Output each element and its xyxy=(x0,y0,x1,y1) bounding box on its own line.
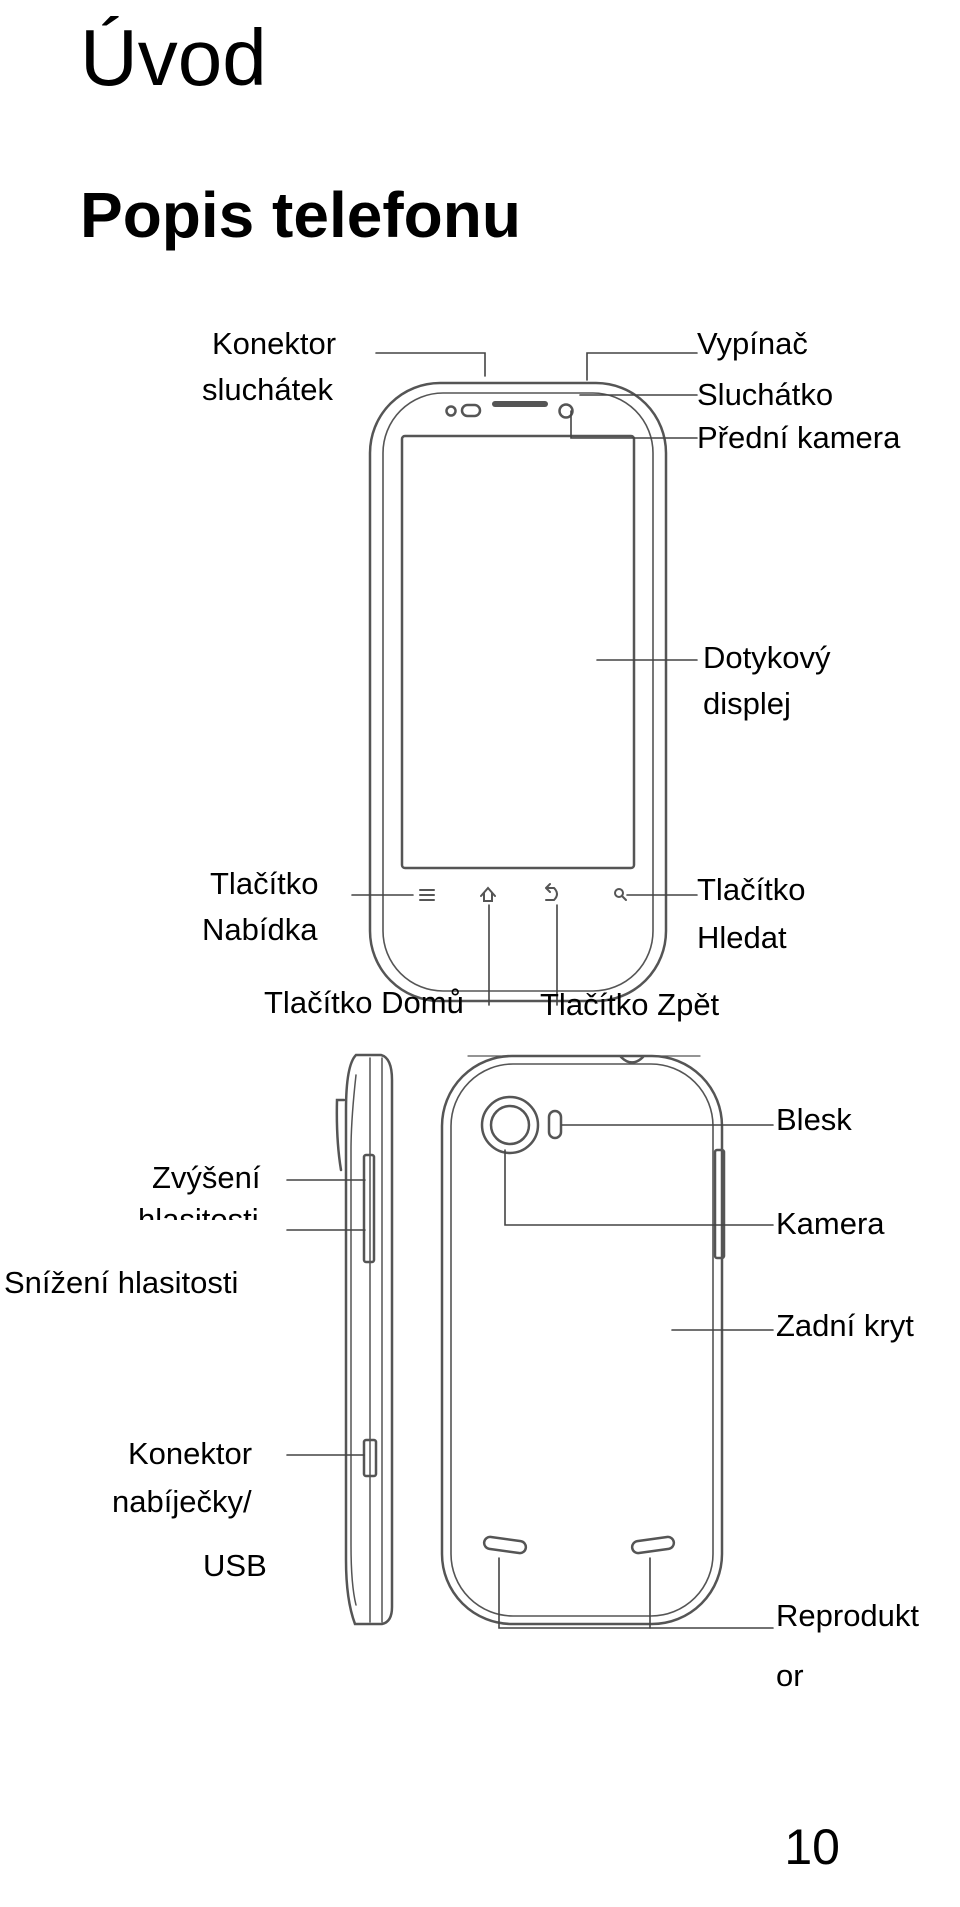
side-button-back-view-icon xyxy=(713,1148,726,1260)
label-speaker-line1: Reprodukt xyxy=(776,1598,920,1633)
label-charger-line2: nabíječky/ xyxy=(112,1484,252,1519)
label-volume-down: Snížení hlasitosti xyxy=(4,1265,239,1300)
label-speaker-line2: or xyxy=(776,1658,804,1693)
label-power: Vypínač xyxy=(697,326,808,361)
label-back-cover: Zadní kryt xyxy=(776,1308,914,1343)
label-earpiece: Sluchátko xyxy=(697,377,834,412)
label-menu-key-line1: Tlačítko xyxy=(210,866,319,901)
home-key-icon xyxy=(480,886,496,902)
menu-key-icon xyxy=(419,889,435,901)
search-key-icon xyxy=(614,888,627,901)
earpiece-icon xyxy=(445,401,548,418)
front-leader-lines xyxy=(351,352,698,1006)
label-charger-line1: Konektor xyxy=(128,1436,253,1471)
label-front-camera: Přední kamera xyxy=(697,420,901,455)
flash-icon xyxy=(547,1109,563,1140)
label-back-key: Tlačítko Zpět xyxy=(540,987,720,1022)
label-touchscreen-line1: Dotykový xyxy=(703,640,831,675)
volume-rocker-icon xyxy=(362,1153,376,1264)
label-headset-jack-line1: Konektor xyxy=(212,326,337,361)
label-touchscreen-line2: displej xyxy=(703,686,791,721)
section-title: Popis telefonu xyxy=(80,179,521,251)
top-notch-icon xyxy=(619,1055,645,1064)
phone-front-outline xyxy=(368,381,668,1003)
chapter-title: Úvod xyxy=(80,13,267,102)
page-number: 10 xyxy=(784,1819,840,1875)
label-headset-jack-line2: sluchátek xyxy=(202,372,333,407)
label-home-key: Tlačítko Domů xyxy=(264,985,464,1020)
speaker-right-icon xyxy=(630,1535,676,1555)
label-flash: Blesk xyxy=(776,1102,852,1137)
label-volume-up-line2: hlasitosti xyxy=(138,1202,259,1220)
label-menu-key-line2: Nabídka xyxy=(202,912,318,947)
back-leader-lines xyxy=(286,1124,774,1629)
label-charger-line3: USB xyxy=(203,1548,267,1583)
phone-side-outline xyxy=(335,1053,394,1626)
label-camera: Kamera xyxy=(776,1206,885,1241)
label-volume-up-line1: Zvýšení xyxy=(152,1160,261,1195)
phone-back-outline xyxy=(440,1054,724,1626)
back-key-icon xyxy=(545,883,558,901)
rear-camera-icon xyxy=(480,1095,540,1155)
front-camera-icon xyxy=(558,403,574,419)
speaker-left-icon xyxy=(482,1535,528,1555)
label-search-key-line1: Tlačítko xyxy=(697,872,806,907)
usb-port-icon xyxy=(362,1438,378,1478)
label-search-key-line2: Hledat xyxy=(697,920,787,955)
